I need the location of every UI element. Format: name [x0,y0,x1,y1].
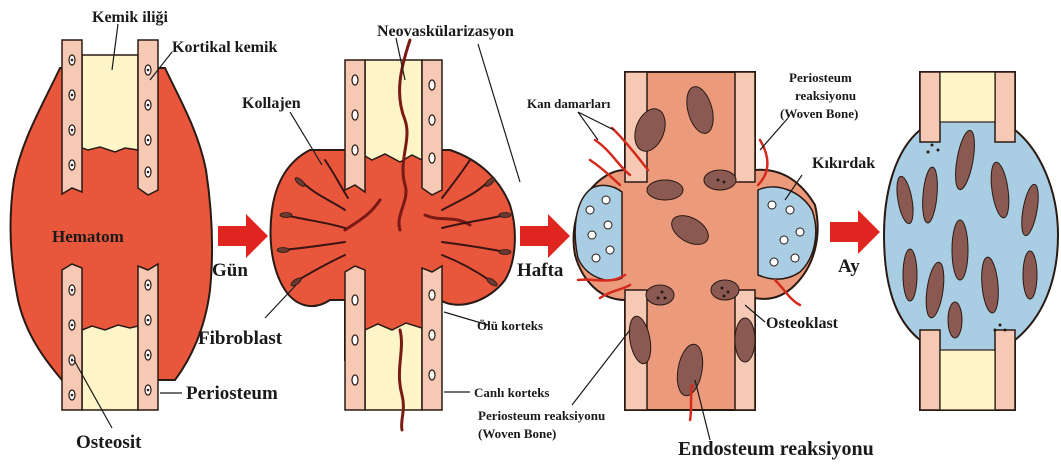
periosteum-reaction-bottom-line2: (Woven Bone) [478,426,556,441]
neovascularization-label: Neovaskülarizasyon [377,23,514,40]
osteocyte-label: Osteosit [76,432,142,453]
periosteum-reaction-top-line3: (Woven Bone) [780,106,858,121]
bone-marrow-label: Kemik iliği [92,9,169,26]
cartilage-left [575,185,622,280]
periosteum-reaction-bottom-line1: Periosteum reaksiyonu [478,408,605,423]
bone-marrow-bottom [82,325,138,410]
cortical-bone-label: Kortikal kemik [172,39,277,56]
bone-marrow-top [82,55,138,152]
collagen-label: Kollajen [242,95,301,112]
stage-label-month: Ay [838,256,860,277]
stage-4-remodeling [884,72,1058,410]
periosteum-reaction-top-line1: Periosteum [789,70,852,85]
endosteum-reaction-label: Endosteum reaksiyonu [678,438,874,460]
dead-cortex-label: Ölü korteks [477,318,543,333]
stage-label-day: Gün [212,260,248,281]
right-arrow-icon [520,214,570,258]
periosteum-label: Periosteum [186,383,278,404]
periosteum-reaction-top-line2: reaksiyonu [795,88,856,103]
cartilage-label: Kıkırdak [812,155,875,172]
right-arrow-icon [830,210,880,254]
stage-label-week: Hafta [517,260,564,281]
right-arrow-icon [218,214,268,258]
osteoclast-label: Osteoklast [766,315,839,332]
blood-vessels-label: Kan damarları [527,96,611,111]
hematoma-label: Hematom [52,227,124,246]
living-cortex-label: Canlı korteks [474,385,549,400]
fibroblast-label: Fibroblast [198,328,283,349]
